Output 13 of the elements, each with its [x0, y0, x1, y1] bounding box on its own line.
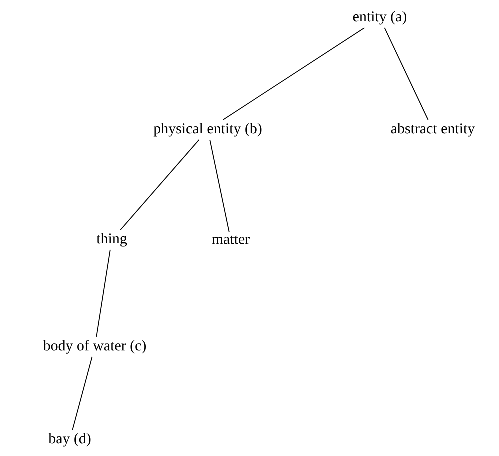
node-label: entity (a) — [353, 11, 407, 25]
tree-line — [210, 140, 230, 233]
tree-line — [120, 140, 200, 230]
tree-line — [222, 28, 366, 120]
tree-line — [72, 356, 93, 430]
node-label: abstract entity — [391, 123, 476, 137]
node-label: physical entity (b) — [154, 123, 262, 137]
tree-line — [96, 250, 111, 338]
node-label: thing — [96, 233, 128, 247]
node-label: bay (d) — [48, 433, 91, 447]
node-label: matter — [212, 236, 250, 244]
tree-line — [384, 28, 429, 120]
node-label: body of water (c) — [43, 340, 146, 354]
